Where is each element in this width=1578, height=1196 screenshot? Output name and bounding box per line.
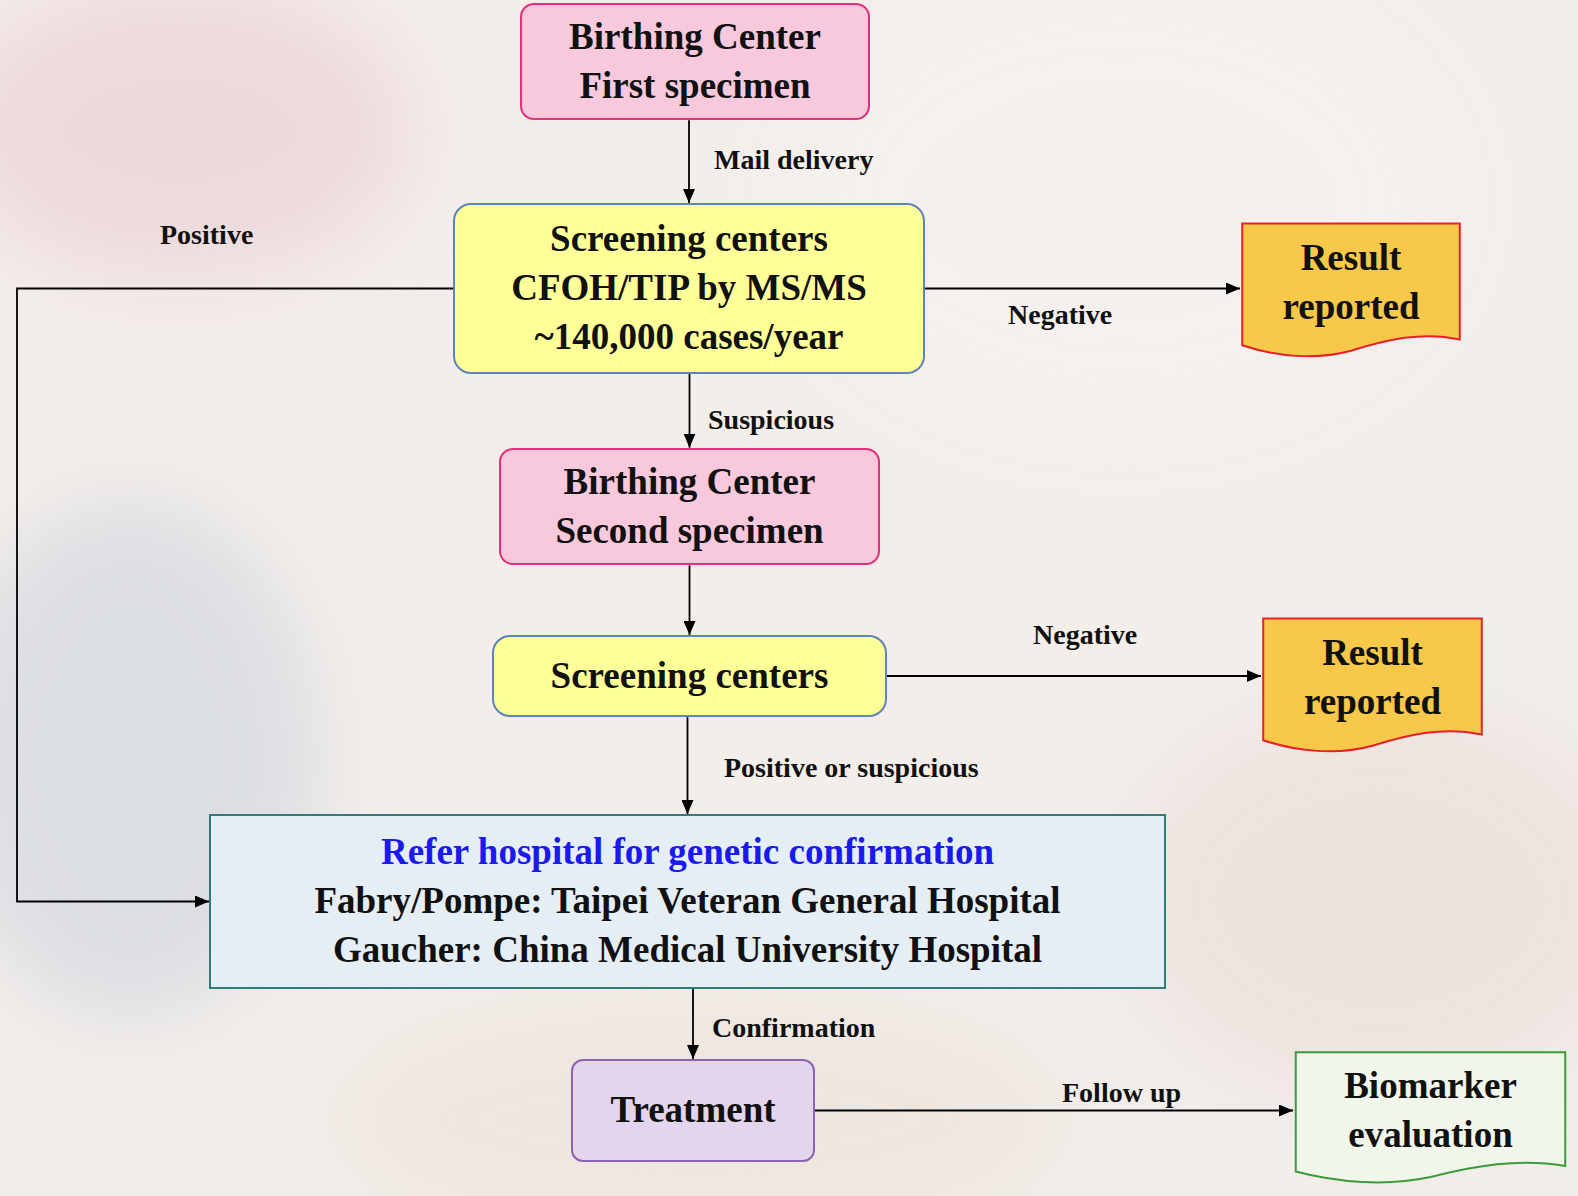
flow-arrow (815, 1110, 1293, 1112)
document-shape (1296, 1052, 1566, 1182)
blur-shape (340, 1000, 1060, 1196)
flow-arrow (692, 989, 694, 1059)
referral-box: Refer hospital for genetic confirmationF… (209, 814, 1166, 989)
box-text: Fabry/Pompe: Taipei Veteran General Hosp… (314, 877, 1060, 926)
flow-arrow (687, 717, 689, 814)
box-heading: Refer hospital for genetic confirmation (381, 828, 994, 877)
result-document: Result reported (1261, 617, 1484, 757)
treatment-box: Treatment (571, 1059, 815, 1162)
document-shape (1263, 618, 1482, 751)
box-text: Result reported (1254, 234, 1448, 332)
flow-arrow (887, 675, 1261, 677)
edge-label: Negative (1033, 618, 1137, 652)
box-text: Result reported (1275, 629, 1470, 727)
box-text: Biomarker evaluation (1307, 1062, 1554, 1160)
blur-shape (1120, 700, 1578, 1100)
screening-box: Screening centers (492, 635, 887, 717)
edge-label: Follow up (1062, 1076, 1181, 1110)
edge-label: Positive or suspicious (724, 751, 979, 785)
edge-label: Confirmation (712, 1011, 875, 1045)
box-text: Screening centers CFOH/TIP by MS/MS ~140… (469, 215, 909, 361)
edge-label: Negative (1008, 298, 1112, 332)
document-shape (1242, 223, 1460, 356)
flow-arrow (688, 120, 690, 203)
birthing-center-box: Birthing Center First specimen (520, 3, 870, 121)
edge-label: Positive (160, 218, 253, 252)
screening-box: Screening centers CFOH/TIP by MS/MS ~140… (453, 203, 925, 374)
box-text: Treatment (610, 1086, 775, 1135)
box-text: Screening centers (551, 652, 829, 701)
flow-arrow (689, 374, 691, 448)
flow-arrow (925, 288, 1240, 290)
biomarker-document: Biomarker evaluation (1293, 1051, 1568, 1188)
flow-arrow (17, 289, 453, 902)
edge-label: Suspicious (708, 403, 834, 437)
result-document: Result reported (1240, 222, 1462, 362)
box-text: Birthing Center First specimen (536, 13, 854, 111)
box-text: Birthing Center Second specimen (515, 458, 864, 556)
birthing-center-box: Birthing Center Second specimen (499, 448, 880, 566)
blur-shape (0, 0, 410, 280)
edge-label: Mail delivery (714, 143, 873, 177)
flow-arrow (689, 565, 691, 635)
box-text: Gaucher: China Medical University Hospit… (333, 926, 1042, 975)
